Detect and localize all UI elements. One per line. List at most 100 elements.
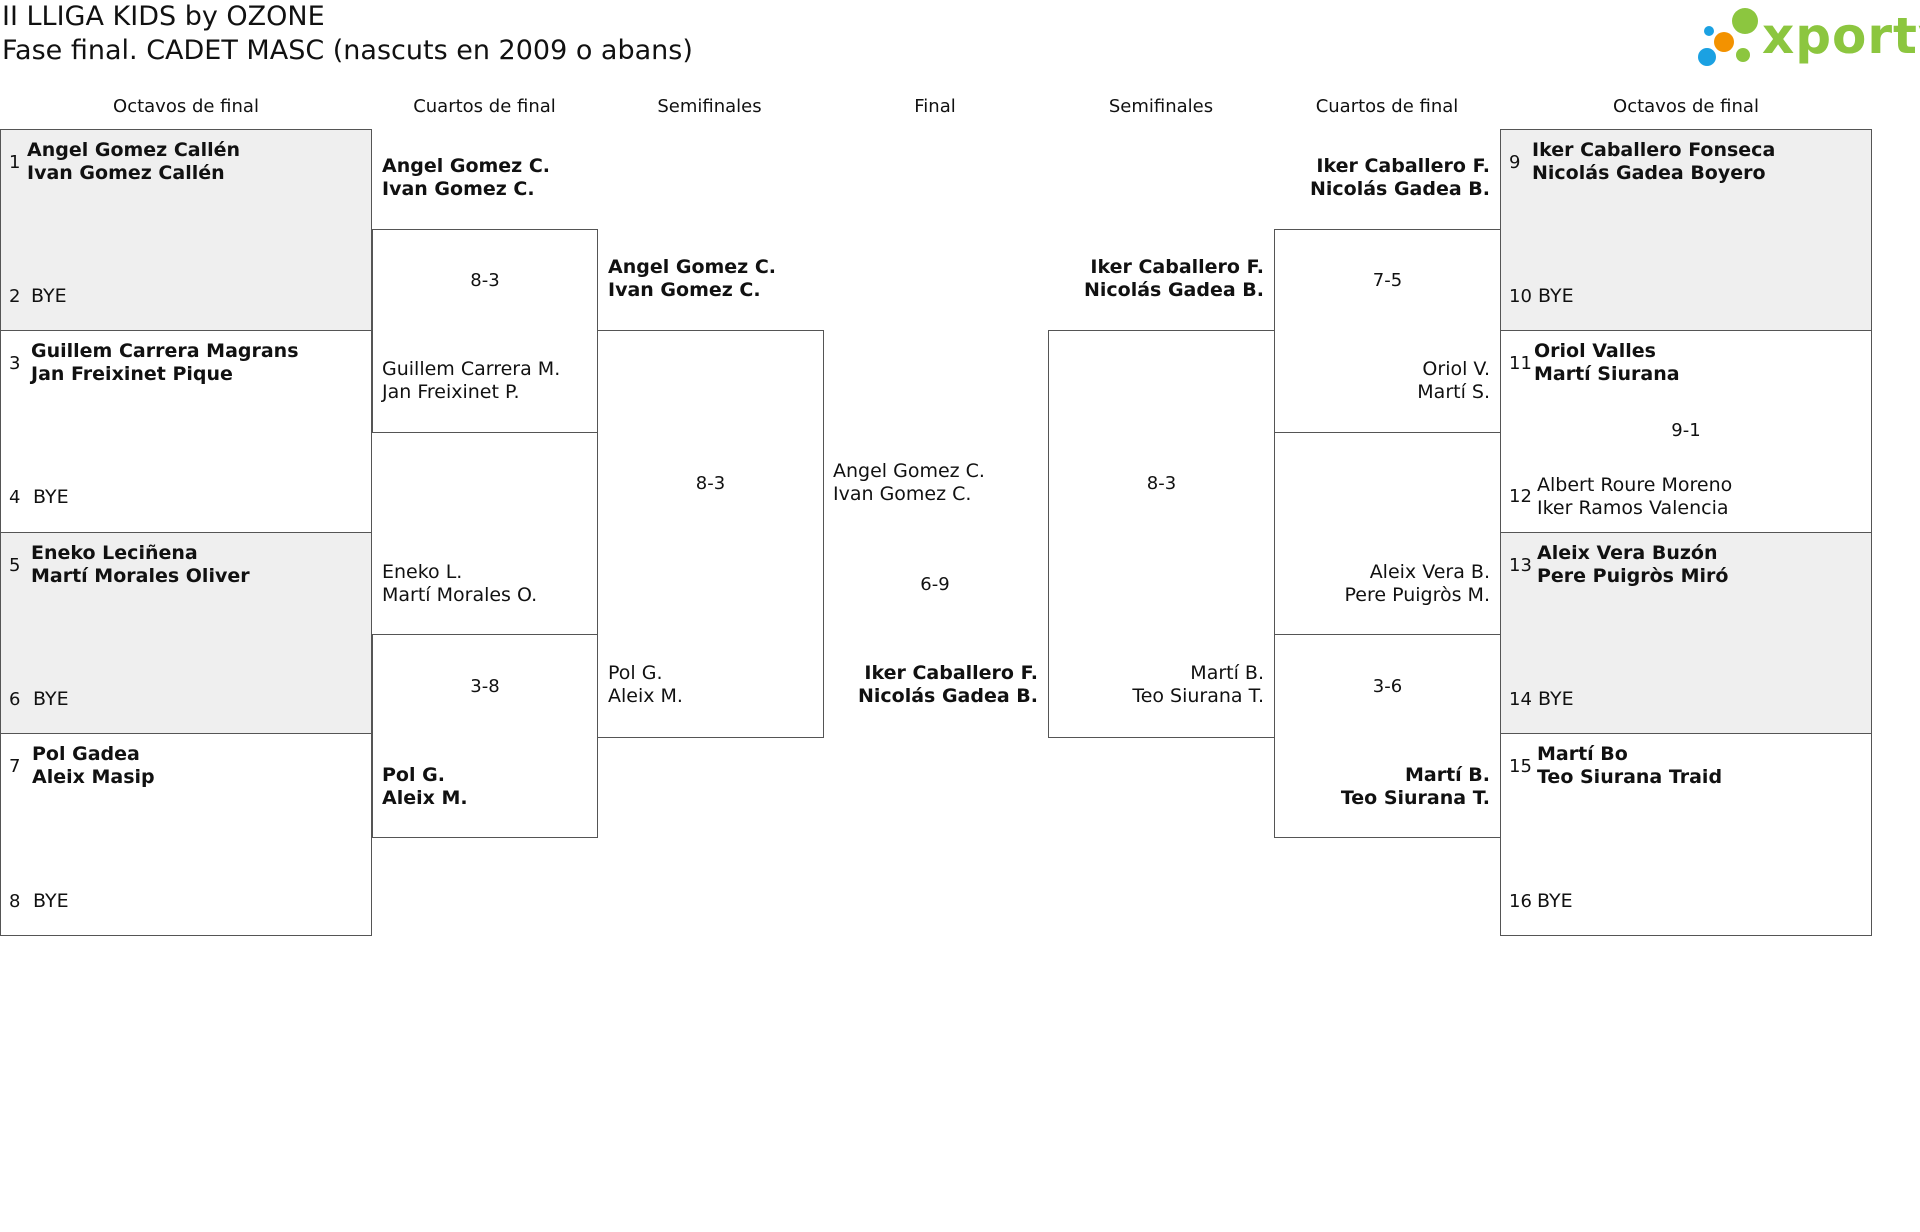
seed-number: 13 — [1509, 555, 1532, 576]
bye-label: BYE — [33, 890, 69, 912]
logo-dot-green-small-icon — [1736, 48, 1750, 62]
match-r16-left-4 — [0, 733, 372, 936]
seed-number: 11 — [1509, 353, 1532, 374]
seed-number: 9 — [1509, 152, 1521, 173]
team-name: Pol G. Aleix M. — [608, 662, 683, 708]
team-name: Albert Roure Moreno Iker Ramos Valencia — [1537, 474, 1732, 520]
player-name: Martí B. — [1404, 764, 1490, 786]
player-name: Jan Freixinet Pique — [31, 363, 233, 385]
player-name: Teo Siurana Traid — [1537, 766, 1723, 788]
player-name: Angel Gomez C. — [382, 155, 551, 177]
match-score: 8-3 — [695, 473, 726, 494]
match-score: 8-3 — [1146, 473, 1177, 494]
player-name: Guillem Carrera Magrans — [31, 340, 299, 362]
player-name: Nicolás Gadea B. — [857, 685, 1038, 707]
bye-label: BYE — [1538, 688, 1574, 710]
player-name: Martí B. — [1190, 662, 1264, 684]
seed-number: 2 — [9, 286, 21, 307]
team-name: Iker Caballero Fonseca Nicolás Gadea Boy… — [1532, 139, 1775, 185]
team-name: Iker Caballero F. Nicolás Gadea B. — [1274, 155, 1490, 201]
player-name: Pol G. — [608, 662, 663, 684]
team-name: Angel Gomez C. Ivan Gomez C. — [382, 155, 550, 201]
bye-label: BYE — [1537, 890, 1573, 912]
match-score: 8-3 — [470, 270, 500, 291]
player-name: Teo Siurana T. — [1132, 685, 1264, 707]
match-r16-right-4 — [1500, 733, 1872, 936]
team-name: Martí B. Teo Siurana T. — [1048, 662, 1264, 708]
player-name: Eneko Leciñena — [31, 542, 198, 564]
logo-dot-green-icon — [1732, 8, 1758, 34]
match-r16-left-1 — [0, 129, 372, 331]
team-name: Aleix Vera B. Pere Puigròs M. — [1274, 561, 1491, 607]
player-name: Oriol Valles — [1534, 340, 1656, 362]
player-name: Eneko L. — [382, 561, 463, 583]
col-header-right-sf: Semifinales — [1108, 96, 1214, 117]
team-name: Guillem Carrera Magrans Jan Freixinet Pi… — [31, 340, 299, 386]
team-name: Oriol V. Martí S. — [1274, 358, 1490, 404]
player-name: Guillem Carrera M. — [382, 358, 561, 380]
final-score: 6-9 — [920, 574, 950, 595]
seed-number: 15 — [1509, 756, 1532, 777]
player-name: Ivan Gomez C. — [833, 483, 972, 505]
seed-number: 12 — [1509, 486, 1532, 507]
player-name: Angel Gomez C. — [608, 256, 777, 278]
match-score: 9-1 — [1671, 420, 1701, 441]
page-title: II LLIGA KIDS by OZONE — [2, 1, 325, 32]
logo-dot-blue-small-icon — [1704, 26, 1714, 36]
seed-number: 16 — [1509, 891, 1532, 912]
team-name: Eneko Leciñena Martí Morales Oliver — [31, 542, 250, 588]
player-name: Pol Gadea — [32, 743, 140, 765]
seed-number: 14 — [1509, 689, 1532, 710]
seed-number: 1 — [9, 152, 21, 173]
match-score: 7-5 — [1372, 270, 1403, 291]
team-name: Angel Gomez C. Ivan Gomez C. — [833, 460, 985, 506]
team-name: Angel Gomez Callén Ivan Gomez Callén — [27, 139, 240, 185]
bye-label: BYE — [33, 486, 69, 508]
col-header-right-r16: Octavos de final — [1613, 96, 1759, 117]
player-name: Martí Morales Oliver — [31, 565, 250, 587]
player-name: Iker Ramos Valencia — [1537, 497, 1729, 519]
player-name: Aleix Masip — [32, 766, 155, 788]
player-name: Martí Bo — [1537, 743, 1628, 765]
bye-label: BYE — [31, 285, 67, 307]
player-name: Pol G. — [382, 764, 445, 786]
seed-number: 7 — [9, 756, 21, 777]
col-header-left-qf: Cuartos de final — [413, 96, 556, 117]
seed-number: 5 — [9, 555, 21, 576]
player-name: Iker Caballero F. — [1090, 256, 1264, 278]
player-name: Iker Caballero F. — [1316, 155, 1490, 177]
player-name: Martí Morales O. — [382, 584, 538, 606]
col-header-left-r16: Octavos de final — [113, 96, 259, 117]
team-name: Aleix Vera Buzón Pere Puigròs Miró — [1537, 542, 1728, 588]
player-name: Nicolás Gadea B. — [1083, 279, 1264, 301]
player-name: Aleix M. — [608, 685, 683, 707]
team-name: Pol G. Aleix M. — [382, 764, 468, 810]
logo-dot-orange-icon — [1714, 32, 1734, 52]
team-name: Oriol Valles Martí Siurana — [1534, 340, 1680, 386]
player-name: Ivan Gomez C. — [608, 279, 761, 301]
player-name: Nicolás Gadea B. — [1309, 178, 1490, 200]
player-name: Angel Gomez Callén — [27, 139, 241, 161]
bye-label: BYE — [1538, 285, 1574, 307]
player-name: Aleix Vera B. — [1369, 561, 1490, 583]
team-name: Guillem Carrera M. Jan Freixinet P. — [382, 358, 560, 404]
player-name: Angel Gomez C. — [833, 460, 985, 482]
team-name: Iker Caballero F. Nicolás Gadea B. — [822, 662, 1038, 708]
player-name: Nicolás Gadea Boyero — [1532, 162, 1766, 184]
player-name: Pere Puigròs M. — [1344, 584, 1491, 606]
match-r16-left-3 — [0, 532, 372, 734]
team-name: Eneko L. Martí Morales O. — [382, 561, 537, 607]
player-name: Albert Roure Moreno — [1537, 474, 1733, 496]
seed-number: 10 — [1509, 286, 1532, 307]
team-name: Angel Gomez C. Ivan Gomez C. — [608, 256, 776, 302]
col-header-final: Final — [914, 96, 956, 117]
seed-number: 6 — [9, 689, 21, 710]
player-name: Teo Siurana T. — [1340, 787, 1490, 809]
col-header-left-sf: Semifinales — [657, 96, 762, 117]
player-name: Iker Caballero F. — [864, 662, 1038, 684]
logo-text: xporty — [1762, 7, 1920, 65]
player-name: Ivan Gomez C. — [382, 178, 535, 200]
player-name: Aleix Vera Buzón — [1537, 542, 1718, 564]
bye-label: BYE — [33, 688, 69, 710]
match-sf-left — [597, 330, 824, 738]
